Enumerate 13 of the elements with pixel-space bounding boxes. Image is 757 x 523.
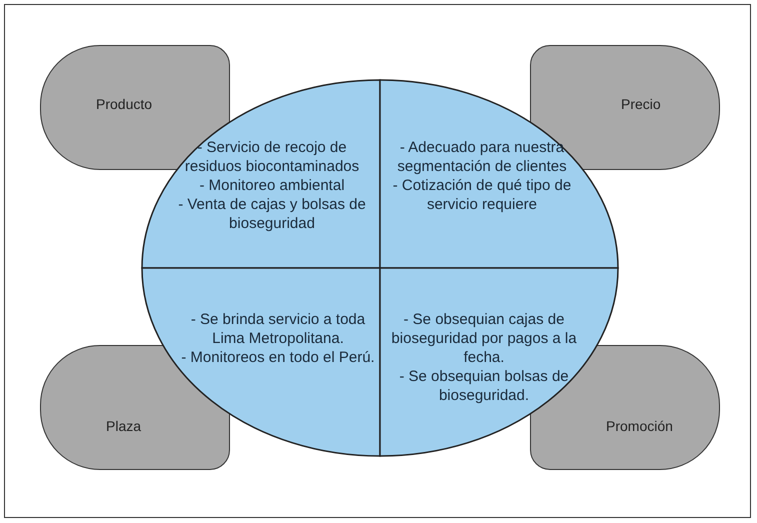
category-label: Plaza xyxy=(106,418,142,434)
bullet-text: - Se obsequian bolsas de bioseguridad. xyxy=(398,367,570,405)
bullet-text: - Monitoreos en todo el Perú. xyxy=(180,348,376,367)
bullet-text: - Servicio de recojo de residuos biocontaminados xyxy=(184,138,360,176)
bullet-text: - Monitoreo ambiental xyxy=(198,176,346,195)
bullet-text: - Se obsequian cajas de bioseguridad por pagos a la fecha. xyxy=(390,310,578,367)
bullet-text: - Venta de cajas y bolsas de bioseguridad xyxy=(177,195,367,233)
category-label: Precio xyxy=(621,96,661,112)
bullet-text: - Adecuado para nuestra segmentación de clientes xyxy=(396,138,568,176)
bullet-text: - Se brinda servicio a toda Lima Metropolitana. xyxy=(190,310,366,348)
category-label: Promoción xyxy=(606,418,673,434)
bullet-text: - Cotización de qué tipo de servicio requiere xyxy=(392,176,572,214)
category-label: Producto xyxy=(96,96,152,112)
